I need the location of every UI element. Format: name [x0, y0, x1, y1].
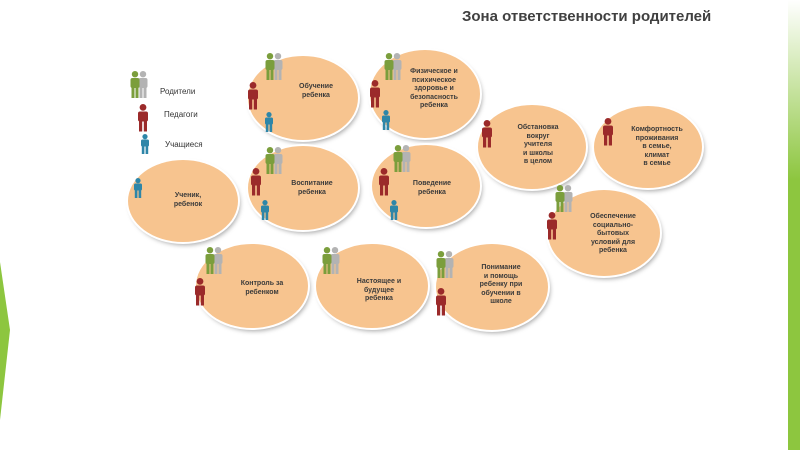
parents-icon [382, 52, 408, 82]
legend-student: Учащиеся [139, 134, 203, 154]
bubble-text-povedenie: Поведение ребенка [412, 180, 452, 196]
bubble-text-zdorovie: Физическое и психическое здоровье и безо… [410, 68, 458, 109]
parents-icon [203, 246, 229, 276]
parents-icon [391, 144, 417, 174]
bubble-obstanovka [478, 105, 586, 189]
bubble-text-ponimanie: Понимание и помощь ребенку при обучении … [479, 264, 523, 305]
legend-parents: Родители [128, 70, 195, 100]
left-accent-shape [0, 262, 10, 420]
bubble-komfort [594, 106, 702, 188]
teacher-icon [545, 212, 559, 240]
legend-teacher: Педагоги [136, 104, 198, 132]
teacher-icon [193, 278, 207, 306]
bubble-text-obespechenie: Обеспечение социально- бытовых условий д… [590, 213, 636, 254]
legend-label-student: Учащиеся [165, 139, 203, 149]
parents-icon [263, 146, 289, 176]
student-icon [263, 112, 275, 132]
right-accent-bar [788, 0, 800, 450]
student-icon [380, 110, 392, 130]
bubble-text-vospitanie: Воспитание ребенка [291, 180, 333, 196]
student-icon [139, 134, 151, 154]
student-icon [132, 178, 144, 198]
bubble-text-kontrol: Контроль за ребенком [240, 280, 284, 296]
bubble-povedenie [372, 145, 480, 227]
slide-title: Зона ответственности родителей [462, 8, 712, 25]
parents-icon [128, 70, 154, 100]
parents-icon [553, 184, 579, 214]
parents-icon [320, 246, 346, 276]
parents-icon [263, 52, 289, 82]
bubble-uchenik [128, 160, 238, 242]
student-icon [388, 200, 400, 220]
legend-label-teacher: Педагоги [164, 109, 198, 119]
teacher-icon [377, 168, 391, 196]
teacher-icon [601, 118, 615, 146]
teacher-icon [480, 120, 494, 148]
bubble-text-nastoyashchee: Настоящее и будущее ребенка [356, 278, 402, 302]
student-icon [259, 200, 271, 220]
teacher-icon [434, 288, 448, 316]
bubble-text-uchenik: Ученик, ребенок [173, 192, 203, 208]
bubble-text-obstanovka: Обстановка вокруг учителя и школы в цело… [517, 124, 559, 165]
bubble-text-obuchenie: Обучение ребенка [299, 83, 333, 99]
teacher-icon [136, 104, 150, 132]
teacher-icon [246, 82, 260, 110]
bubble-text-komfort: Комфортность проживания в семье, климат … [631, 126, 683, 167]
teacher-icon [249, 168, 263, 196]
teacher-icon [368, 80, 382, 108]
bubble-ponimanie [436, 244, 548, 330]
parents-icon [434, 250, 460, 280]
legend-label-parents: Родители [160, 86, 196, 96]
